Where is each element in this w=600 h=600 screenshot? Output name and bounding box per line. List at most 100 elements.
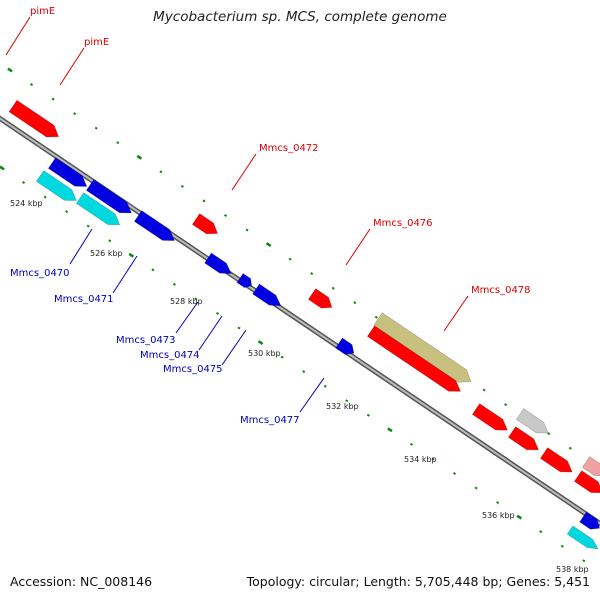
inner-tick-mark bbox=[560, 544, 564, 548]
reverse-label-leader bbox=[221, 329, 247, 366]
reverse-gene-label: Mmcs_0474 bbox=[140, 350, 200, 361]
inner-tick-mark bbox=[151, 268, 155, 272]
outer-tick-mark bbox=[29, 83, 34, 87]
outer-tick-mark bbox=[353, 301, 357, 305]
kbp-tick-label: 526 kbp bbox=[90, 249, 123, 258]
outer-tick-mark bbox=[51, 97, 55, 101]
outer-tick-mark bbox=[136, 154, 143, 160]
outer-tick-mark bbox=[374, 315, 378, 319]
outer-tick-mark bbox=[504, 403, 508, 407]
reverse-label-leader bbox=[69, 228, 93, 265]
outer-tick-mark bbox=[482, 388, 486, 392]
reverse-gene-arrow bbox=[236, 273, 252, 288]
outer-tick-mark bbox=[568, 446, 572, 450]
forward-label-leader bbox=[443, 295, 469, 332]
inner-tick-mark bbox=[86, 224, 90, 228]
forward-gene-arrow bbox=[8, 99, 60, 138]
inner-tick-mark bbox=[452, 471, 457, 475]
reverse-label-leader bbox=[299, 377, 325, 413]
reverse-gene-label: Mmcs_0471 bbox=[54, 294, 114, 305]
outer-tick-mark bbox=[94, 126, 98, 130]
inner-tick-mark bbox=[302, 370, 306, 374]
kbp-tick-label: 534 kbp bbox=[404, 455, 437, 464]
inner-tick-mark bbox=[65, 210, 69, 214]
backbone-highlight bbox=[0, 117, 600, 525]
inner-tick-mark bbox=[257, 340, 264, 346]
inner-tick-mark bbox=[366, 413, 370, 417]
reverse-gene-arrow bbox=[335, 337, 355, 355]
forward-label-leader bbox=[345, 228, 371, 266]
forward-label-leader bbox=[5, 16, 31, 56]
inner-tick-mark bbox=[582, 559, 586, 563]
forward-gene-arrow bbox=[307, 288, 333, 309]
inner-tick-mark bbox=[474, 486, 478, 490]
inner-tick-mark bbox=[387, 427, 393, 433]
kbp-tick-label: 528 kbp bbox=[170, 297, 203, 306]
reverse-gene-label: Mmcs_0473 bbox=[116, 335, 176, 346]
outer-tick-mark bbox=[73, 112, 77, 116]
inner-tick-mark bbox=[43, 195, 47, 199]
kbp-tick-label: 536 kbp bbox=[482, 511, 515, 520]
reverse-gene-arrow bbox=[133, 210, 175, 241]
outer-tick-mark bbox=[223, 213, 228, 217]
reverse-label-leader bbox=[112, 255, 138, 294]
genome-title: Mycobacterium sp. MCS, complete genome bbox=[153, 9, 447, 25]
forward-gene-arrow bbox=[573, 470, 600, 494]
reverse-label-leader bbox=[175, 301, 199, 334]
kbp-tick-label: 538 kbp bbox=[556, 565, 589, 574]
inner-tick-mark bbox=[345, 399, 349, 403]
forward-gene-label: pimE bbox=[84, 37, 109, 48]
inner-tick-mark bbox=[194, 297, 198, 301]
inner-tick-mark bbox=[172, 282, 176, 286]
outer-tick-mark bbox=[159, 170, 163, 174]
reverse-gene-arrow bbox=[252, 283, 282, 307]
forward-label-leader bbox=[231, 153, 257, 191]
outer-tick-mark bbox=[116, 141, 120, 145]
inner-tick-mark bbox=[280, 355, 284, 359]
reverse-gene-label: Mmcs_0470 bbox=[10, 268, 70, 279]
outer-tick-mark bbox=[310, 272, 314, 276]
inner-tick-mark bbox=[0, 165, 5, 171]
inner-tick-mark bbox=[539, 530, 543, 534]
forward-gene-arrow bbox=[471, 403, 508, 431]
kbp-tick-label: 532 kbp bbox=[326, 402, 359, 411]
forward-gene-arrow bbox=[539, 447, 573, 473]
forward-gene-arrow bbox=[191, 213, 218, 235]
kbp-tick-label: 524 kbp bbox=[10, 199, 43, 208]
inner-tick-mark bbox=[409, 442, 414, 446]
inner-tick-mark bbox=[516, 514, 523, 520]
outer-tick-mark bbox=[202, 199, 206, 203]
outer-tick-mark bbox=[245, 228, 249, 232]
inner-tick-mark bbox=[496, 501, 500, 505]
forward-gene-label: Mmcs_0472 bbox=[259, 143, 319, 154]
inner-tick-mark bbox=[237, 326, 241, 330]
reverse-rna-arrow bbox=[75, 192, 121, 226]
reverse-gene-arrow bbox=[85, 179, 132, 214]
forward-gene-arrow bbox=[507, 426, 539, 451]
outer-tick-mark bbox=[547, 432, 551, 436]
forward-gene-label: Mmcs_0476 bbox=[373, 218, 433, 229]
outer-tick-mark bbox=[331, 286, 335, 290]
outer-tick-mark bbox=[288, 257, 292, 261]
inner-tick-mark bbox=[21, 181, 26, 185]
inner-tick-mark bbox=[431, 457, 435, 461]
reverse-gene-arrow bbox=[579, 511, 600, 530]
inner-tick-mark bbox=[128, 252, 135, 258]
reverse-gene-label: Mmcs_0475 bbox=[163, 364, 223, 375]
reverse-gene-label: Mmcs_0477 bbox=[240, 415, 300, 426]
kbp-tick-label: 530 kbp bbox=[248, 349, 281, 358]
pink-feature-bar bbox=[581, 456, 600, 477]
reverse-label-leader bbox=[198, 315, 223, 351]
reverse-gene-arrow bbox=[204, 252, 232, 274]
inner-tick-mark bbox=[323, 384, 327, 388]
inner-tick-mark bbox=[108, 239, 112, 243]
olive-feature-bar bbox=[373, 312, 472, 383]
reverse-rna-arrow bbox=[566, 525, 599, 550]
reverse-gene-arrow bbox=[47, 157, 88, 187]
reverse-rna-arrow bbox=[35, 170, 77, 201]
outer-tick-mark bbox=[265, 242, 272, 248]
gray-feature-bar bbox=[515, 408, 549, 434]
outer-tick-mark bbox=[180, 184, 184, 188]
forward-label-leader bbox=[59, 47, 85, 86]
